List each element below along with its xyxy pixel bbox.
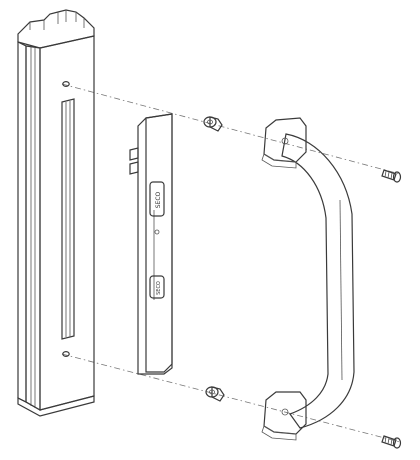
- lock-brand-label-lower: SECO: [156, 281, 162, 295]
- handle-upper-fixing-hole: [281, 137, 289, 145]
- profile-side-face: [25, 45, 41, 412]
- lock-body-side: [137, 113, 173, 375]
- profile-bottom-end: [17, 395, 95, 417]
- pull-handle: [261, 117, 355, 441]
- profile-front-face: [39, 35, 95, 411]
- lock-body: SECO SECO: [129, 113, 173, 375]
- profile-side-grooves: [30, 47, 36, 408]
- lower-bushing-body: [211, 386, 225, 402]
- handle-upper-foot-base: [261, 153, 297, 169]
- lock-bracket-2: [129, 161, 139, 175]
- lock-brand-label: SECO: [155, 191, 162, 208]
- lower-alignment-line: [61, 353, 401, 443]
- lower-screw-thread: [384, 436, 393, 446]
- lock-screw-point: [154, 229, 160, 235]
- lower-spacer-bushing: [205, 386, 225, 402]
- mortise-slot: [61, 98, 75, 340]
- lower-bushing-bore: [209, 389, 215, 395]
- door-profile: [17, 9, 95, 417]
- upper-spacer-bushing: [203, 116, 223, 132]
- lower-fixing-hole: [62, 351, 70, 358]
- upper-fixing-hole: [62, 80, 70, 87]
- lock-bracket-1: [129, 147, 139, 161]
- upper-screw-head: [392, 171, 402, 183]
- handle-grip-bar: [281, 133, 355, 429]
- lower-screw-head: [392, 437, 402, 449]
- alignment-lines: [61, 83, 401, 443]
- lower-cylinder-housing: [149, 275, 165, 299]
- handle-lower-fixing-hole: [281, 408, 289, 416]
- upper-alignment-line: [61, 83, 401, 175]
- handle-lower-foot-base: [261, 425, 297, 441]
- profile-top-section: [17, 9, 95, 49]
- lower-screw: [381, 435, 402, 449]
- upper-cylinder-housing: [149, 181, 165, 217]
- lock-body-front: [145, 113, 173, 373]
- profile-left-face: [17, 41, 27, 403]
- mortise-slot-inner-lines: [65, 101, 71, 337]
- upper-bushing-bore: [207, 119, 213, 125]
- upper-screw-thread: [384, 170, 393, 180]
- upper-bushing-body: [209, 116, 223, 132]
- upper-screw: [381, 169, 402, 183]
- profile-section-ribs: [29, 10, 85, 30]
- handle-highlight: [339, 199, 343, 381]
